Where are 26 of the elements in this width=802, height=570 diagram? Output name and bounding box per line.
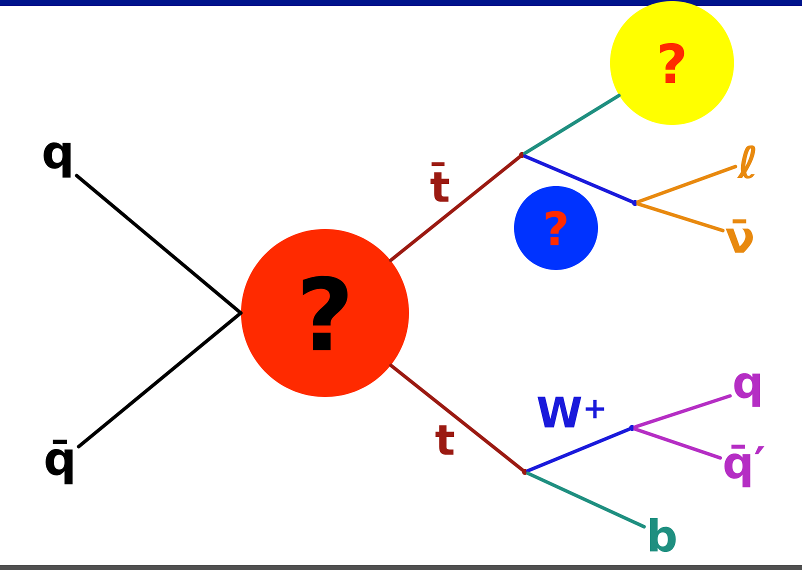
particle-line: [388, 155, 522, 262]
particle-line: [633, 394, 732, 429]
particle-line: [389, 364, 524, 472]
particle-label: q: [734, 373, 760, 407]
particle-label: ℓ: [737, 145, 756, 179]
particle-line: [76, 311, 243, 448]
edge-label: W$^{+}$: [535, 396, 609, 428]
edge-label: t̄: [428, 161, 452, 203]
particle-line: [633, 427, 722, 460]
particle-line: [522, 94, 621, 156]
particle-line: [74, 174, 243, 315]
particle-line: [636, 202, 725, 232]
particle-label: q̄′: [724, 444, 764, 488]
vertex-point: [522, 469, 528, 475]
edge-label: t: [434, 424, 456, 456]
particle-line: [523, 154, 634, 204]
particle-label: q̄: [46, 440, 73, 484]
particle-label: q: [44, 142, 71, 178]
particle-label: ν̄: [726, 219, 753, 253]
vertex-point: [632, 200, 638, 206]
particle-line: [526, 427, 631, 473]
particle-line: [526, 472, 646, 528]
particle-line: [636, 164, 738, 204]
vertex-point: [519, 152, 525, 158]
vertex-point: [629, 425, 635, 431]
particle-label: b: [650, 518, 676, 552]
